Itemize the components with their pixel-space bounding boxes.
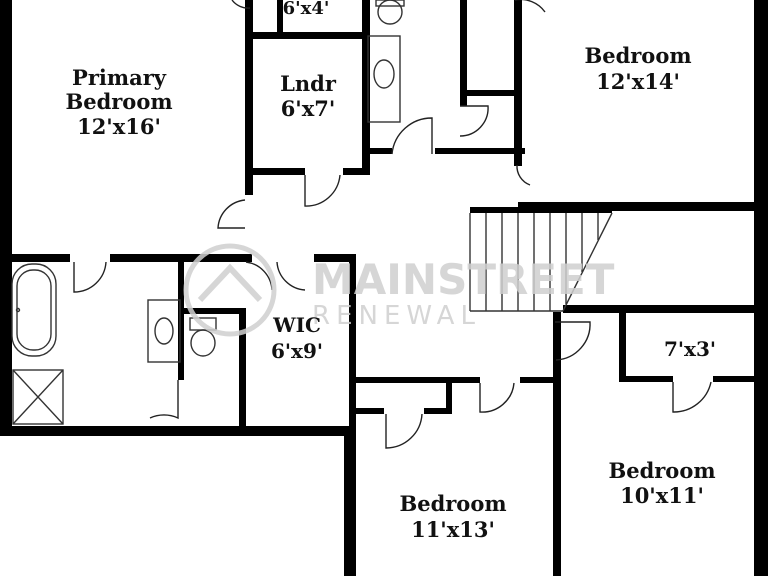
- laundry-dims: 6'x7': [281, 96, 336, 121]
- wic-name: WIC: [272, 313, 321, 337]
- shower-icon: [12, 369, 64, 425]
- door-swings: [73, 0, 712, 449]
- staircase-icon: [469, 207, 613, 312]
- bedroom-se-dims: 10'x11': [620, 483, 704, 508]
- bedroom-s-dims: 11'x13': [411, 517, 495, 542]
- primary-bedroom-name2: Bedroom: [65, 89, 172, 114]
- vanity-sink-icon: [147, 299, 181, 363]
- hall-bath-toilet-icon: [375, 0, 405, 25]
- hall-bath-sink-icon: [367, 35, 401, 123]
- laundry-name: Lndr: [280, 71, 337, 96]
- bedroom-ne-dims: 12'x14': [596, 69, 680, 94]
- watermark: MAINSTREET RENEWAL: [183, 243, 615, 337]
- bedroom-se-name: Bedroom: [608, 458, 715, 483]
- watermark-line2: RENEWAL: [312, 301, 481, 331]
- bedroom-s-name: Bedroom: [399, 491, 506, 516]
- watermark-line1: MAINSTREET: [312, 255, 615, 304]
- toilet-icon: [189, 317, 217, 357]
- bedroom-ne-name: Bedroom: [584, 43, 691, 68]
- wic-dims: 6'x9': [271, 339, 323, 363]
- bathtub-icon: [11, 263, 57, 357]
- top-closet-dims: 6'x4': [283, 0, 330, 19]
- closet-e-dims: 7'x3': [664, 337, 716, 361]
- primary-bedroom-dims: 12'x16': [77, 114, 161, 139]
- primary-bedroom-name1: Primary: [72, 65, 167, 90]
